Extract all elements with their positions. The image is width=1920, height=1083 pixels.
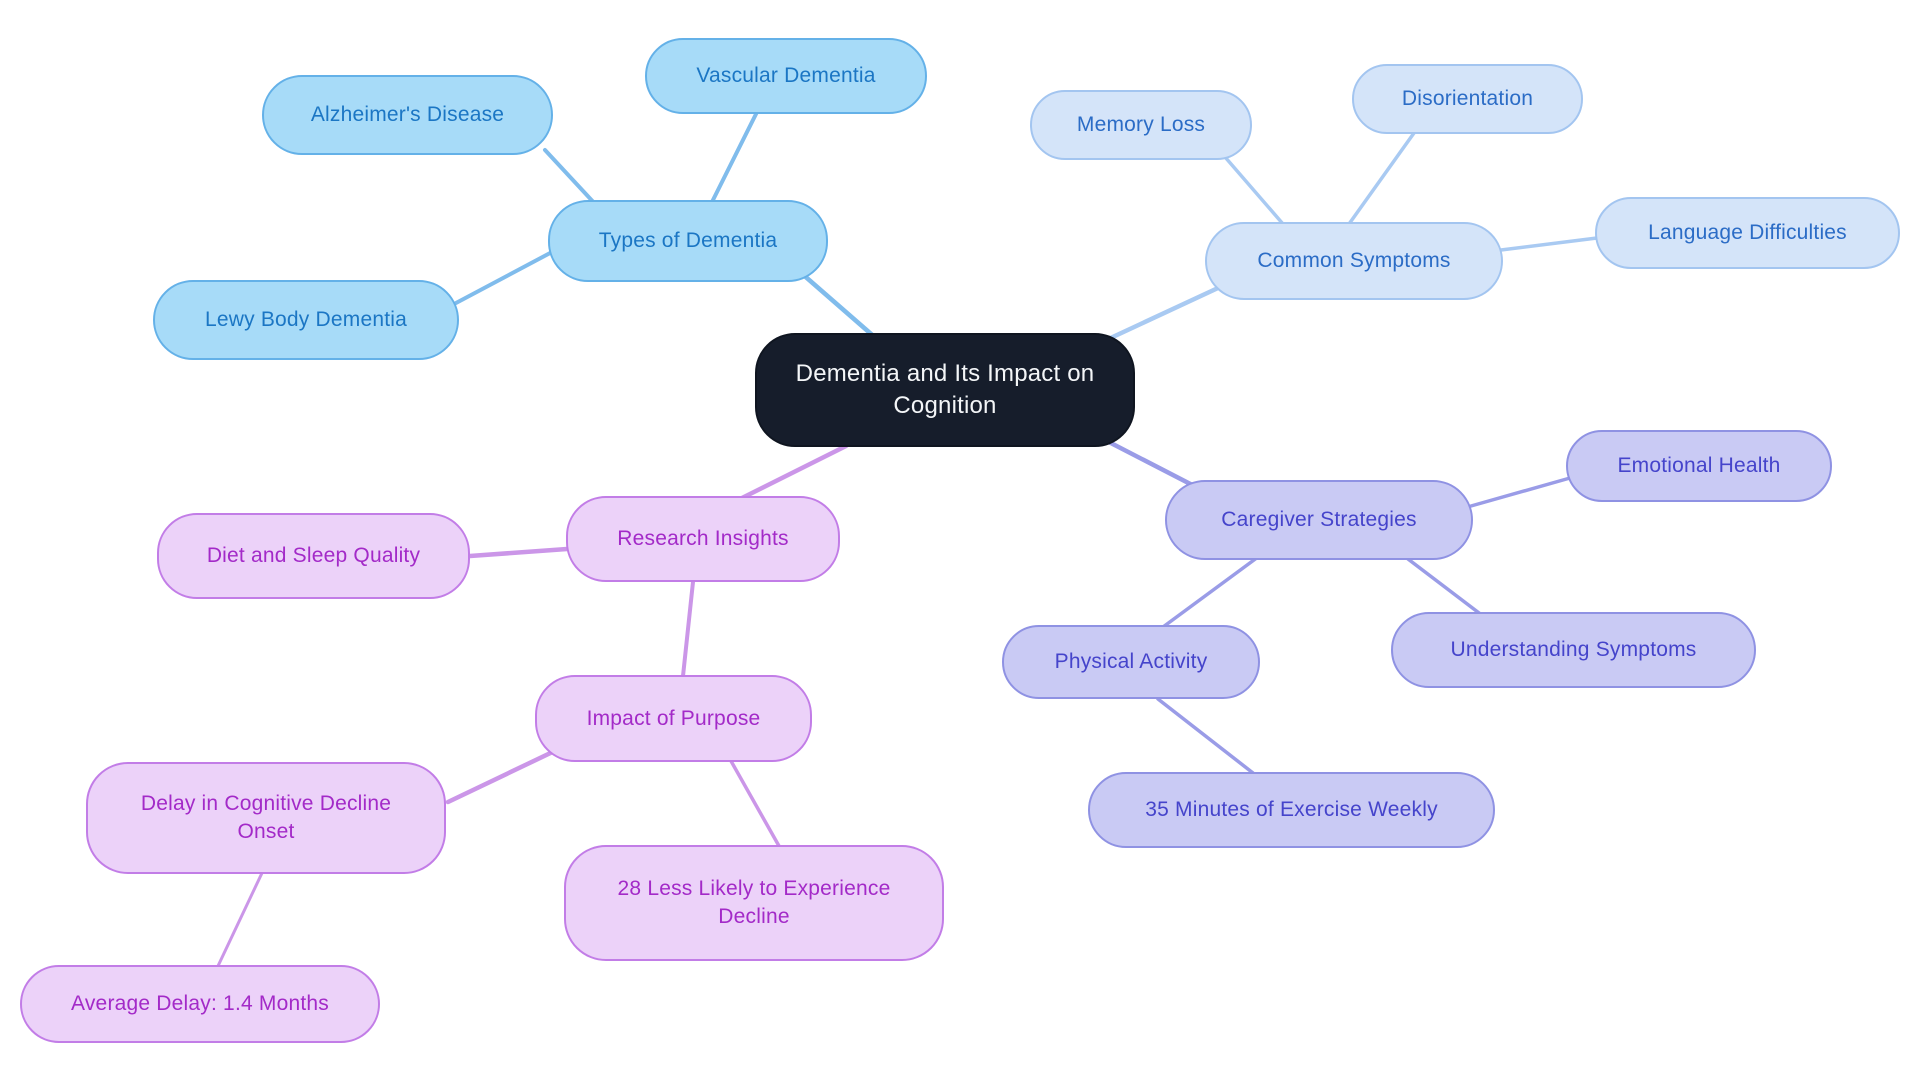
mindmap-node-understanding[interactable]: Understanding Symptoms <box>1391 612 1756 688</box>
mindmap-node-central[interactable]: Dementia and Its Impact on Cognition <box>755 333 1135 447</box>
edge-types-central <box>797 269 881 343</box>
mindmap-node-caregiver[interactable]: Caregiver Strategies <box>1165 480 1473 560</box>
mindmap-node-diet[interactable]: Diet and Sleep Quality <box>157 513 470 599</box>
mindmap-node-avgdelay[interactable]: Average Delay: 1.4 Months <box>20 965 380 1043</box>
mindmap-node-vascular[interactable]: Vascular Dementia <box>645 38 927 114</box>
mindmap-node-physical[interactable]: Physical Activity <box>1002 625 1260 699</box>
edge-delay-avgdelay <box>216 871 264 968</box>
mindmap-node-delay[interactable]: Delay in Cognitive Decline Onset <box>86 762 446 874</box>
edge-caregiver-emotional <box>1469 476 1572 508</box>
edge-central-symptoms <box>1099 285 1221 345</box>
edge-central-caregiver <box>1102 437 1205 493</box>
edge-research-diet <box>467 546 570 559</box>
edge-caregiver-physical <box>1161 555 1260 629</box>
edge-memory-symptoms <box>1223 155 1285 226</box>
edge-alzheimers-types <box>543 148 599 208</box>
mindmap-node-language[interactable]: Language Difficulties <box>1595 197 1900 269</box>
mindmap-node-lewy[interactable]: Lewy Body Dementia <box>153 280 459 360</box>
edge-disorientation-symptoms <box>1347 131 1416 226</box>
mindmap-node-less28[interactable]: 28 Less Likely to Experience Decline <box>564 845 944 961</box>
edge-caregiver-understanding <box>1406 557 1485 618</box>
edge-lewy-types <box>454 250 554 305</box>
mindmap-node-impact[interactable]: Impact of Purpose <box>535 675 812 762</box>
mindmap-node-research[interactable]: Research Insights <box>566 496 840 582</box>
edge-impact-less28 <box>729 759 781 848</box>
edge-research-impact <box>681 580 695 678</box>
edge-impact-delay <box>445 744 566 805</box>
mindmap-node-symptoms[interactable]: Common Symptoms <box>1205 222 1503 300</box>
mindmap-node-alzheimers[interactable]: Alzheimer's Disease <box>262 75 553 155</box>
mindmap-node-exercise[interactable]: 35 Minutes of Exercise Weekly <box>1088 772 1495 848</box>
edge-symptoms-language <box>1499 236 1599 252</box>
edge-vascular-types <box>710 110 759 204</box>
edge-central-research <box>739 443 849 501</box>
mindmap-node-memory[interactable]: Memory Loss <box>1030 90 1252 160</box>
mindmap-node-emotional[interactable]: Emotional Health <box>1566 430 1832 502</box>
edge-physical-exercise <box>1156 697 1255 775</box>
mindmap-node-disorientation[interactable]: Disorientation <box>1352 64 1583 134</box>
mindmap-node-types[interactable]: Types of Dementia <box>548 200 828 282</box>
